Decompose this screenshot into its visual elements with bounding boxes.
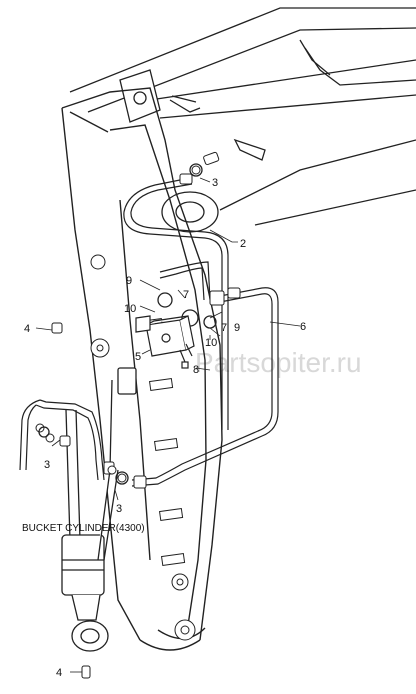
- callout-10b: 10: [205, 337, 217, 349]
- bucket-cylinder: [61, 367, 137, 652]
- callout-2: 2: [240, 238, 246, 250]
- arm-structure: [61, 87, 223, 651]
- callout-9: 9: [126, 275, 132, 287]
- callout-10: 10: [124, 303, 136, 315]
- callout-7b: 7: [221, 322, 227, 334]
- valve-block: [135, 315, 195, 369]
- callout-6: 6: [300, 321, 306, 333]
- callout-3c: 3: [116, 503, 122, 515]
- callout-4b: 4: [56, 667, 62, 679]
- boom-structure: [69, 7, 416, 226]
- callout-8: 8: [193, 364, 199, 376]
- fittings: [35, 151, 241, 679]
- callout-9b: 9: [234, 322, 240, 334]
- callout-4: 4: [24, 323, 30, 335]
- callout-labels: 3 2 9 7 10 4 6 7 9 10 5 8 3 3 4: [24, 177, 306, 679]
- callout-3: 3: [212, 177, 218, 189]
- hydraulic-lines: [19, 177, 279, 487]
- leader-lines: [35, 177, 301, 673]
- arm-brackets: [90, 254, 196, 641]
- callout-7: 7: [183, 289, 189, 301]
- callout-5: 5: [135, 351, 141, 363]
- boom-arm-joint: [119, 69, 219, 233]
- bucket-cylinder-caption: BUCKET CYLINDER(4300): [22, 523, 145, 534]
- callout-3b: 3: [44, 459, 50, 471]
